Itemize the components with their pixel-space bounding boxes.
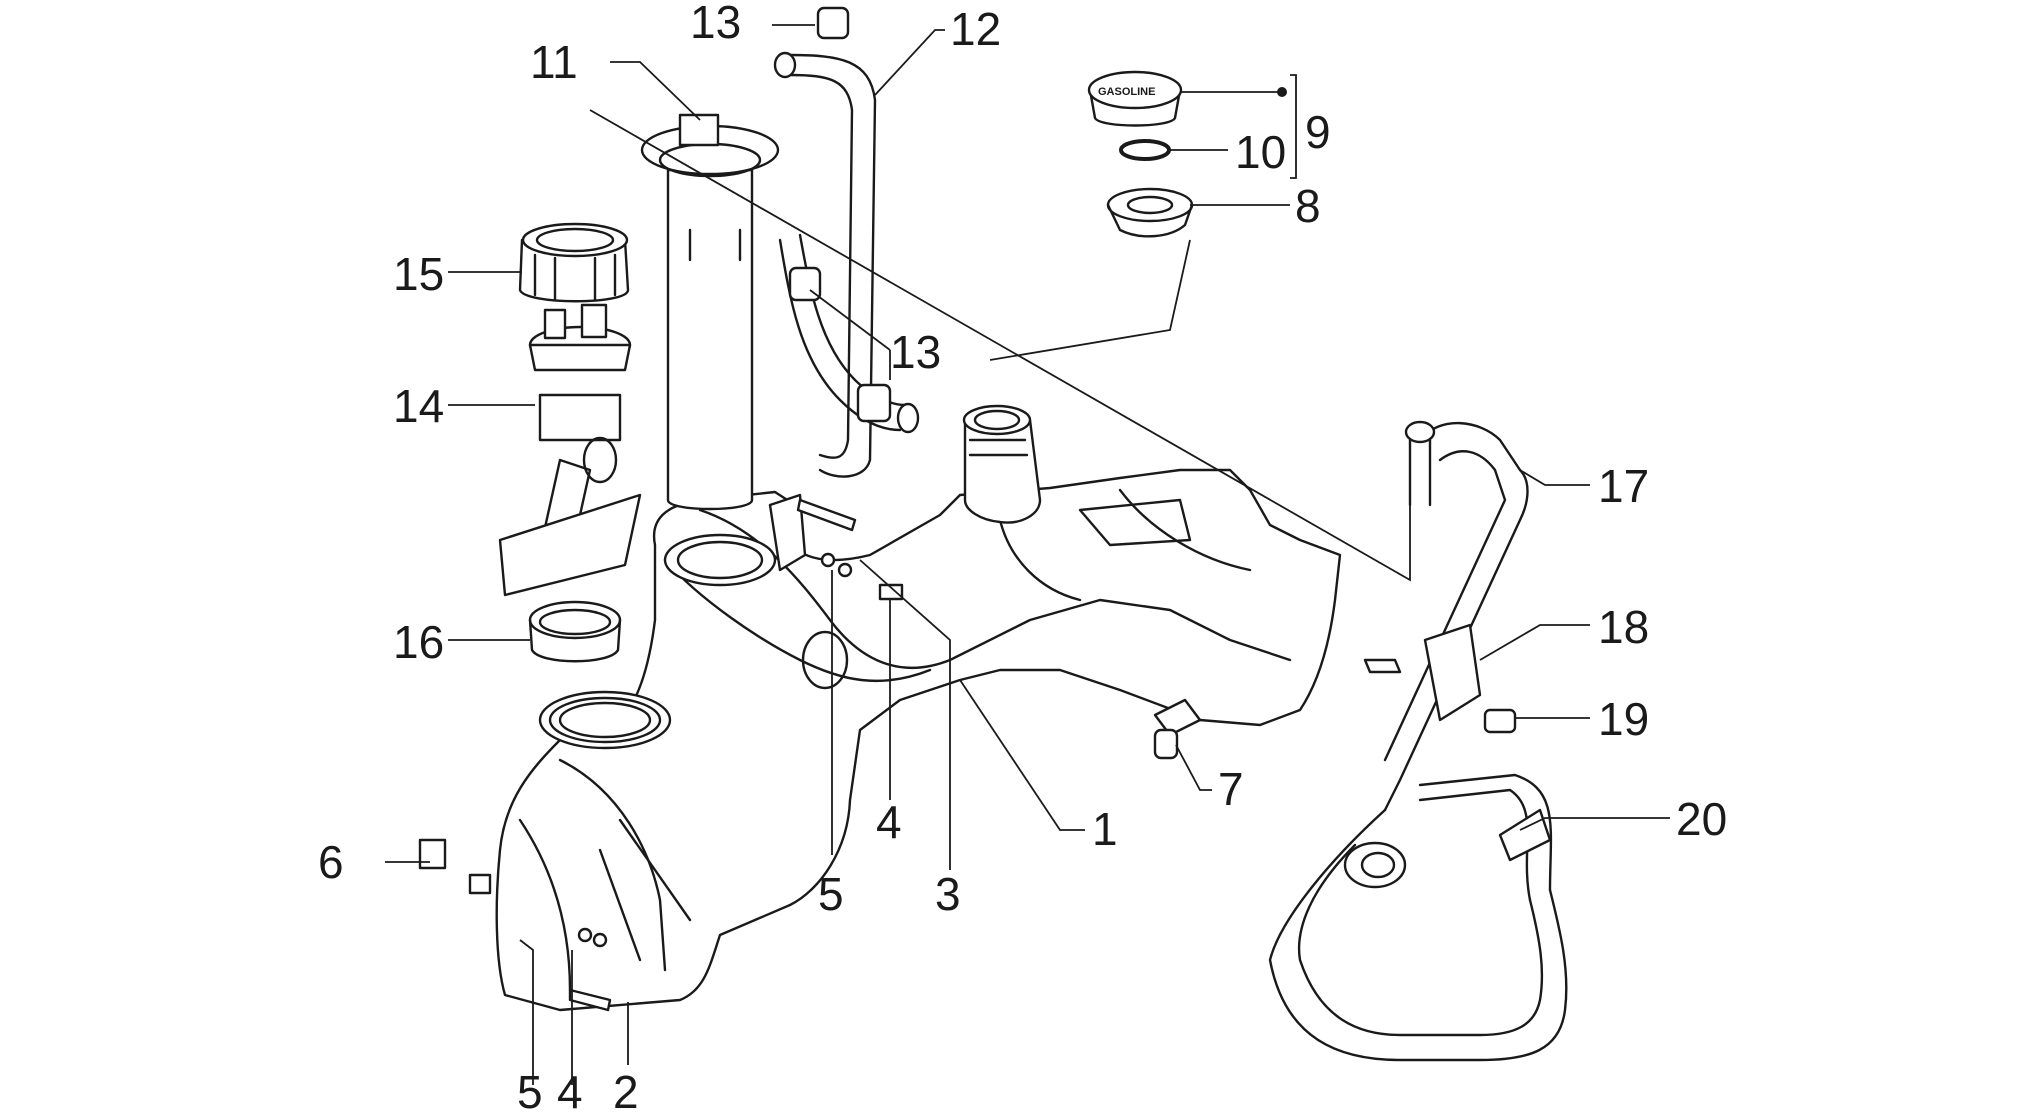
callouts: 1 2 3 4 4 5 5 6 7 8 9 10 11 12 13 13 14 … xyxy=(318,0,1727,1118)
breather-hose xyxy=(773,6,920,478)
callout-4a: 4 xyxy=(876,796,902,848)
callout-16: 16 xyxy=(393,616,444,668)
ring-nut xyxy=(518,222,630,303)
fuel-pump xyxy=(498,303,642,597)
callout-3: 3 xyxy=(935,868,961,920)
callout-20: 20 xyxy=(1676,793,1727,845)
fasteners xyxy=(418,498,1202,1012)
leader-lines xyxy=(385,24,1670,1085)
callout-10: 10 xyxy=(1235,126,1286,178)
callout-6: 6 xyxy=(318,836,344,888)
callout-19: 19 xyxy=(1598,693,1649,745)
fuel-tank xyxy=(495,468,1342,1012)
callout-13b: 13 xyxy=(890,326,941,378)
callout-7: 7 xyxy=(1218,763,1244,815)
callout-2: 2 xyxy=(613,1066,639,1118)
level-sender xyxy=(640,113,780,511)
callout-4b: 4 xyxy=(557,1066,583,1118)
callout-12: 12 xyxy=(950,3,1001,55)
cap-text: GASOLINE xyxy=(1098,86,1155,98)
callout-1: 1 xyxy=(1092,803,1118,855)
callout-5b: 5 xyxy=(517,1066,543,1118)
callout-15: 15 xyxy=(393,248,444,300)
callout-18: 18 xyxy=(1598,601,1649,653)
callout-8: 8 xyxy=(1295,180,1321,232)
filler-neck xyxy=(962,404,1042,524)
callout-13a: 13 xyxy=(690,0,741,48)
seal-ring xyxy=(528,600,622,663)
vent-hose xyxy=(1268,420,1568,1062)
callout-5a: 5 xyxy=(818,868,844,920)
callout-17: 17 xyxy=(1598,460,1649,512)
callout-9: 9 xyxy=(1305,106,1331,158)
fuel-cap-assembly: GASOLINE xyxy=(1087,70,1194,238)
callout-dot xyxy=(1277,87,1287,97)
callout-14: 14 xyxy=(393,380,444,432)
callout-11: 11 xyxy=(530,36,578,88)
